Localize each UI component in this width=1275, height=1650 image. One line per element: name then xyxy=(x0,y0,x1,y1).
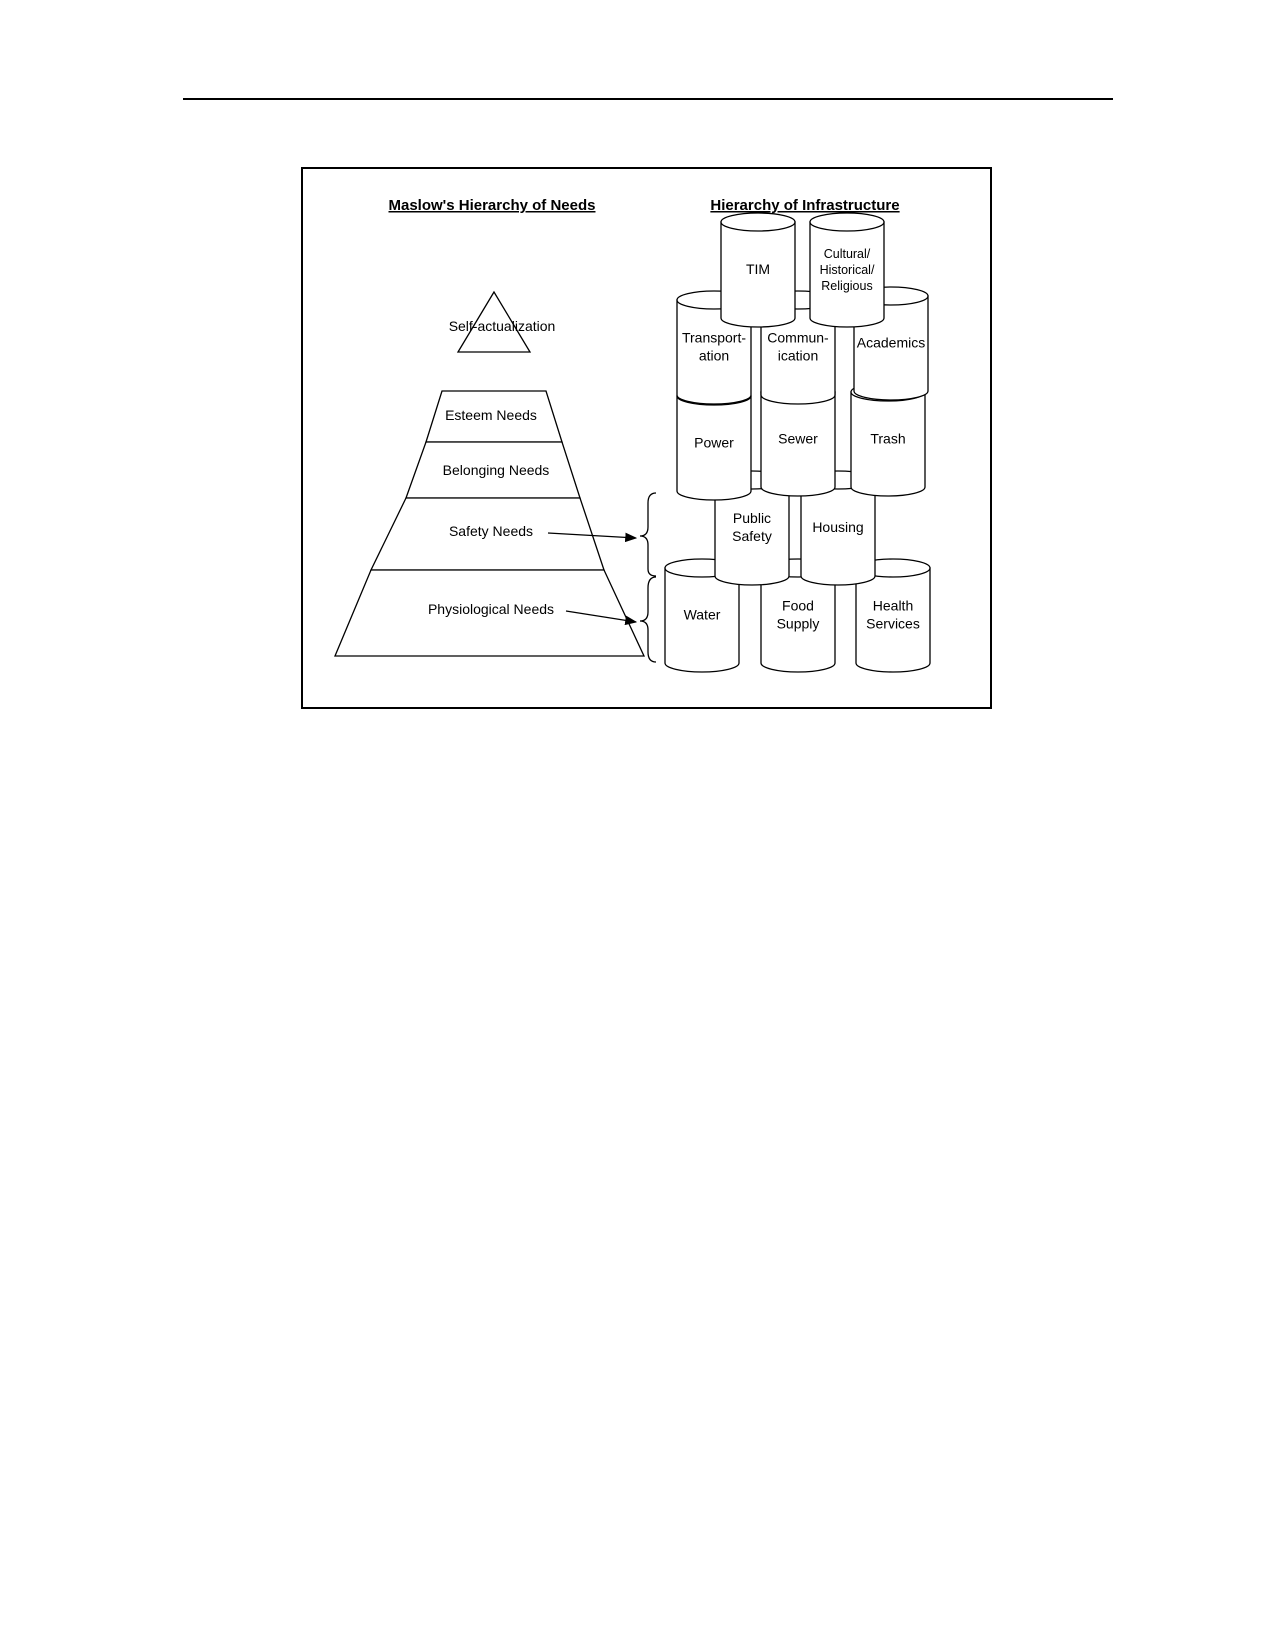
maslow-title: Maslow's Hierarchy of Needs xyxy=(389,197,596,214)
tier-esteem-label: Esteem Needs xyxy=(445,407,537,423)
cylinder-label: Water xyxy=(684,607,721,623)
safety-arrow xyxy=(547,532,638,543)
cylinder-label: Health xyxy=(873,598,913,614)
cylinder-label: Sewer xyxy=(778,431,818,447)
cylinder-label: Public xyxy=(733,510,771,526)
cylinder-body xyxy=(850,391,926,497)
cylinder-label: Religious xyxy=(821,279,872,293)
tier-self-actualization-shape xyxy=(456,290,532,353)
cylinder-tim: TIM xyxy=(720,212,796,328)
cylinder-body xyxy=(855,567,931,673)
cylinder-label: Power xyxy=(694,435,734,451)
cylinder-label: Housing xyxy=(812,519,863,535)
cylinder-top xyxy=(720,212,796,232)
cylinder-body xyxy=(676,299,752,405)
header-rule xyxy=(183,98,1113,100)
physiological-arrow xyxy=(565,610,638,626)
cylinder-body xyxy=(714,479,790,586)
tier-self-actualization-label: Self-actualization xyxy=(449,318,556,334)
cylinder-body xyxy=(760,391,836,497)
tier-physiological-label: Physiological Needs xyxy=(428,601,554,617)
cylinder-body xyxy=(720,221,796,328)
maslow-pyramid: Self-actualization Esteem Needs Belongin… xyxy=(334,290,646,657)
cylinder-body xyxy=(664,567,740,673)
cylinder-label: Safety xyxy=(732,528,772,544)
cylinder-label: Supply xyxy=(777,616,820,632)
cylinder-label: TIM xyxy=(746,261,770,277)
tier-physiological-shape xyxy=(334,569,646,657)
cylinder-label: Historical/ xyxy=(820,263,875,277)
cylinder-label: ation xyxy=(699,348,729,364)
cylinder-body xyxy=(760,567,836,673)
safety-brace xyxy=(639,492,657,577)
cylinder-body xyxy=(809,221,885,328)
cylinder-body xyxy=(676,395,752,501)
cylinder-label: Academics xyxy=(857,335,925,351)
cylinder-top xyxy=(809,212,885,232)
physiological-brace xyxy=(639,576,657,663)
tier-belonging-label: Belonging Needs xyxy=(443,462,550,478)
cylinder-label: Transport- xyxy=(682,330,746,346)
cylinder-label: Cultural/ xyxy=(824,247,871,261)
infrastructure-title: Hierarchy of Infrastructure xyxy=(710,197,899,214)
tier-safety-label: Safety Needs xyxy=(449,523,533,539)
cylinder-label: Trash xyxy=(870,431,905,447)
cylinder-label: ication xyxy=(778,348,818,364)
cylinder-label: Services xyxy=(866,616,920,632)
cylinder-cultural: Cultural/Historical/Religious xyxy=(809,212,885,328)
cylinder-body xyxy=(800,479,876,586)
cylinder-label: Commun- xyxy=(767,330,829,346)
cylinder-label: Food xyxy=(782,598,814,614)
